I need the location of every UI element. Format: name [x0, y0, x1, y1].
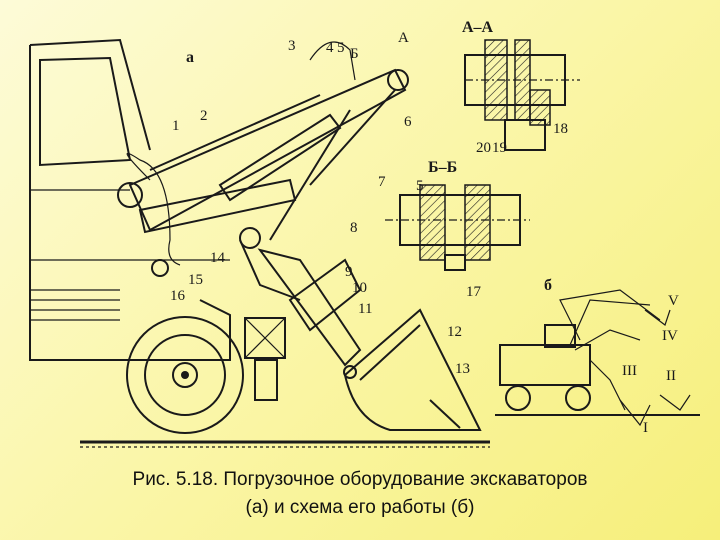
label-7: 7 [378, 174, 386, 190]
label-11: 11 [358, 301, 372, 317]
label-15: 15 [188, 272, 203, 288]
work-scheme-b [495, 289, 700, 427]
label-16: 16 [170, 288, 186, 304]
label-8: 8 [350, 220, 358, 236]
label-19: 19 [492, 140, 507, 156]
hydraulic-cylinders [138, 89, 396, 332]
label-pos-IV: IV [662, 328, 678, 344]
label-arrow-a: А [398, 30, 409, 46]
label-6: 6 [404, 114, 412, 130]
section-aa-drawing [464, 39, 580, 151]
label-10: 10 [352, 280, 367, 296]
label-arrow-b: Б [350, 46, 359, 62]
boom [117, 68, 409, 232]
label-pos-V: V [668, 293, 679, 309]
diagram-labels: а б А–А Б–Б А Б 1 2 3 4 5 6 7 8 9 10 11 … [170, 19, 679, 436]
label-pos-I: I [643, 420, 648, 436]
caption-line-1: Рис. 5.18. Погрузочное оборудование экск… [132, 469, 588, 490]
label-13: 13 [455, 361, 470, 377]
label-section-bb: Б–Б [428, 159, 457, 176]
label-2: 2 [200, 108, 208, 124]
section-bb-drawing [385, 184, 530, 271]
label-1: 1 [172, 118, 180, 134]
label-20: 20 [476, 140, 491, 156]
label-4: 4 [326, 40, 334, 56]
label-part-b: б [544, 277, 552, 294]
label-pos-II: II [666, 368, 676, 384]
label-pos-III: III [622, 363, 637, 379]
label-12: 12 [447, 324, 462, 340]
label-14: 14 [210, 250, 226, 266]
label-9: 9 [345, 264, 353, 280]
bucket [343, 308, 482, 431]
label-5-section: 5 [416, 178, 424, 194]
ground-line [80, 440, 490, 448]
label-section-aa: А–А [462, 19, 494, 36]
loader-equipment-diagram: а б А–А Б–Б А Б 1 2 3 4 5 6 7 8 9 10 11 … [29, 19, 700, 448]
figure-caption: Рис. 5.18. Погрузочное оборудование экск… [0, 466, 720, 522]
caption-line-2: (а) и схема его работы (б) [245, 497, 475, 518]
label-part-a: а [186, 49, 194, 66]
excavator-cab [29, 38, 231, 361]
label-17: 17 [466, 284, 482, 300]
front-wheel [126, 316, 286, 434]
arm-linkage [126, 41, 362, 367]
label-3: 3 [288, 38, 296, 54]
label-5: 5 [337, 40, 345, 56]
label-18: 18 [553, 121, 568, 137]
